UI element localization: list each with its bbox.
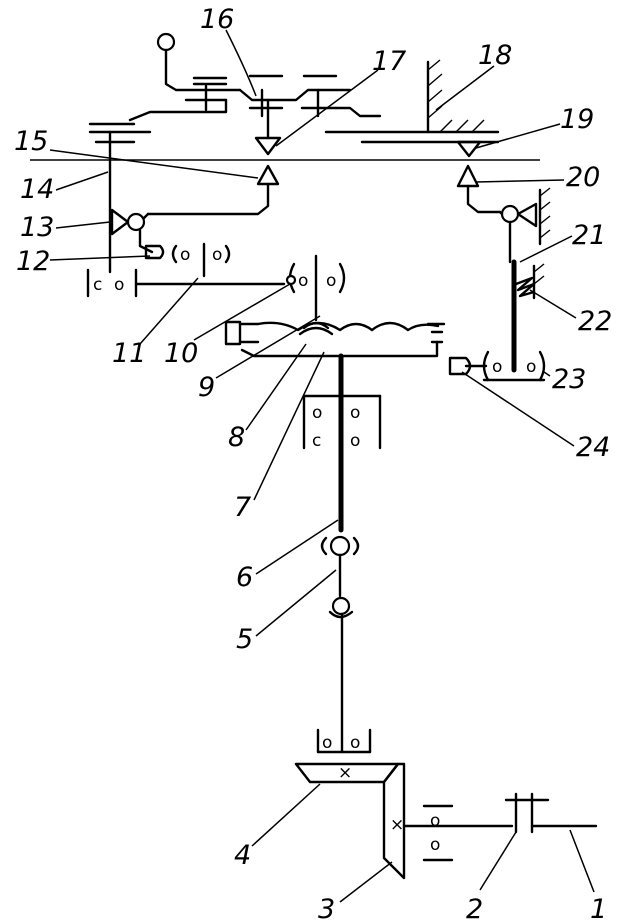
svg-text:c: c xyxy=(93,275,102,295)
pivot-stand-17 xyxy=(254,98,282,156)
svg-text:o: o xyxy=(322,733,332,753)
label-13: 13 xyxy=(20,212,54,243)
bevel-gear-4: × xyxy=(294,762,400,784)
label-21: 21 xyxy=(572,220,606,251)
roller-12: o o xyxy=(144,242,231,278)
right-rail-18 xyxy=(324,59,500,144)
handle-lever xyxy=(156,32,242,92)
label-1: 1 xyxy=(590,894,607,923)
svg-text:o: o xyxy=(326,271,336,291)
svg-text:o: o xyxy=(350,431,360,451)
label-14: 14 xyxy=(20,174,54,205)
label-10: 10 xyxy=(164,338,198,369)
leader-lines xyxy=(49,29,595,903)
label-8: 8 xyxy=(228,422,245,453)
center-bearing: o o c o xyxy=(302,394,382,451)
svg-text:o: o xyxy=(180,245,190,265)
label-20: 20 xyxy=(566,162,600,193)
label-12: 12 xyxy=(16,246,50,277)
svg-text:o: o xyxy=(430,835,440,855)
follower-24 xyxy=(448,356,488,376)
svg-text:×: × xyxy=(338,763,352,783)
lower-bearing: o o xyxy=(316,728,372,754)
svg-text:c: c xyxy=(312,431,321,451)
label-5: 5 xyxy=(236,624,253,655)
svg-text:o: o xyxy=(492,357,502,377)
svg-text:o: o xyxy=(350,403,360,423)
right-joint-21 xyxy=(498,187,551,246)
cam-8 xyxy=(224,320,446,358)
svg-text:o: o xyxy=(430,811,440,831)
pivot-20 xyxy=(456,164,502,214)
label-2: 2 xyxy=(466,894,483,923)
svg-text:×: × xyxy=(390,815,404,835)
label-17: 17 xyxy=(372,46,406,77)
label-9: 9 xyxy=(198,372,215,403)
bevel-gear-3: × xyxy=(382,762,406,880)
label-22: 22 xyxy=(578,306,612,337)
label-24: 24 xyxy=(576,432,610,463)
roller-10: o o xyxy=(285,254,346,322)
gear-pair-16 xyxy=(128,74,352,122)
part-labels: 16 17 18 19 20 21 22 23 24 15 14 13 12 1… xyxy=(14,4,612,923)
spring-22 xyxy=(514,263,545,300)
label-23: 23 xyxy=(552,364,586,395)
label-3: 3 xyxy=(318,894,335,923)
output-shaft: o o xyxy=(402,804,514,862)
svg-text:o: o xyxy=(114,275,124,295)
label-19: 19 xyxy=(560,104,594,135)
pivot-19 xyxy=(456,140,482,158)
svg-text:o: o xyxy=(526,357,536,377)
svg-text:o: o xyxy=(298,271,308,291)
pivot-15 xyxy=(146,164,280,216)
label-18: 18 xyxy=(478,40,512,71)
label-15: 15 xyxy=(14,126,48,157)
coupling-2 xyxy=(504,792,598,834)
right-vertical-shaft xyxy=(508,220,517,373)
universal-joint-6 xyxy=(320,535,360,598)
left-bearing-c: c o xyxy=(86,268,286,298)
svg-text:o: o xyxy=(350,733,360,753)
svg-text:o: o xyxy=(312,403,322,423)
label-7: 7 xyxy=(234,492,251,523)
label-4: 4 xyxy=(234,840,251,871)
label-11: 11 xyxy=(112,338,146,369)
left-gear-block xyxy=(88,122,152,144)
label-6: 6 xyxy=(236,562,253,593)
label-16: 16 xyxy=(200,4,234,35)
svg-text:o: o xyxy=(212,245,222,265)
universal-joint-5 xyxy=(328,596,354,754)
left-joint-13 xyxy=(110,208,154,254)
